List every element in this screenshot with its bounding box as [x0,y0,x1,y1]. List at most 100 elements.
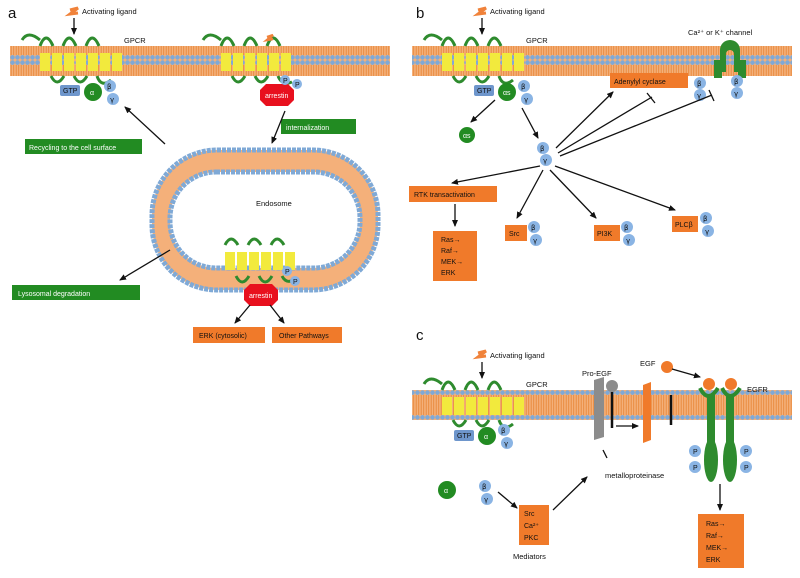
svg-text:γ: γ [524,96,528,104]
adenylyl-cyclase-box [610,73,688,88]
egfr-dimer: P P P P [689,378,752,482]
svg-text:P: P [693,465,698,472]
pro-egf-label: Pro-EGF [582,369,612,378]
erk-cytosolic-label: ERK (cytosolic) [199,333,247,340]
other-pathways-box [272,327,342,343]
svg-text:P: P [293,279,298,286]
bound-ligand-icon [262,33,274,42]
svg-text:β: β [540,145,544,153]
svg-text:GTP: GTP [477,88,492,95]
svg-text:GTP: GTP [63,88,78,95]
gpcr-receptor-a1 [20,33,122,85]
lysosomal-label: Lysosomal degradation [18,291,90,298]
ligand-icon-c [472,349,487,360]
svg-text:P: P [744,449,749,456]
beta-gamma-effector-arrows [451,89,715,219]
svg-text:γ: γ [626,237,630,245]
activating-ligand-label: Activating ligand [82,7,137,16]
gpcr-receptor-a2 [201,33,293,85]
svg-text:MEK→: MEK→ [706,545,728,552]
svg-text:P: P [295,82,300,89]
lysosomal-arrow [119,249,171,281]
mapk-cascade-box-c: Ras→ Raf→ MEK→ ERK [698,514,744,568]
activating-ligand-label-c: Activating ligand [490,351,545,360]
alpha-release-arrow [470,99,496,123]
svg-text:β: β [624,224,628,232]
alpha-s-free [459,127,475,143]
ligand-icon [64,6,79,17]
svg-text:PKC: PKC [524,535,538,542]
panel-label-a: a [8,5,17,22]
g-protein-c: GTP α β γ [454,424,513,449]
svg-text:P: P [285,269,290,276]
recycling-label: Recycling to the cell surface [29,145,116,152]
metalloproteinase-label: metalloproteinase [605,471,664,480]
internalization-label: internalization [286,125,329,132]
rtk-transactivation-box [409,186,497,202]
svg-text:P: P [744,465,749,472]
mmp-leader [602,449,608,459]
src-box [505,225,527,241]
endosome-label: Endosome [256,199,292,208]
plcb-box [672,216,698,232]
gpcr-receptor-c [422,377,524,429]
bg-gamma-c [481,493,493,505]
other-pathways-arrow [269,304,285,324]
svg-text:PLCβ: PLCβ [675,222,693,229]
pi3k-box [594,225,620,241]
activating-ligand-label-b: Activating ligand [490,7,545,16]
svg-text:β: β [521,83,525,91]
svg-text:ERK: ERK [706,557,721,564]
svg-text:Src: Src [524,511,535,518]
svg-text:ERK: ERK [441,270,456,277]
svg-text:β: β [734,78,738,86]
gpcr-label-c: GPCR [526,380,548,389]
svg-text:γ: γ [504,440,508,448]
g-protein-b: GTP αs β γ [474,80,533,105]
svg-text:MEK→: MEK→ [441,259,463,266]
svg-text:α: α [90,90,94,97]
svg-text:γ: γ [484,496,488,504]
svg-text:γ: γ [705,228,709,236]
mediators-label: Mediators [513,552,546,561]
svg-text:γ: γ [110,96,114,104]
adenylyl-cyclase-label: Adenylyl cyclase [614,79,666,86]
panel-label-c: c [416,327,424,344]
channel-label: Ca²⁺ or K⁺ channel [688,28,753,37]
alpha-free-c [438,481,456,499]
svg-text:αs: αs [503,90,511,97]
svg-text:Ca²⁺: Ca²⁺ [524,523,539,530]
egf-ligand [661,361,673,373]
svg-text:β: β [107,83,111,91]
svg-text:β: β [703,215,707,223]
svg-text:Raf→: Raf→ [441,248,459,255]
bg-gamma [540,154,552,166]
svg-text:GTP: GTP [457,433,472,440]
erk-cytosolic-box [193,327,265,343]
endosome [149,147,381,293]
recycling-arrow [124,106,166,145]
svg-text:P: P [693,449,698,456]
egfr-label: EGFR [747,385,768,394]
svg-text:γ: γ [734,90,738,98]
rtk-label: RTK transactivation [414,192,475,199]
metalloproteinase-icon [594,377,604,440]
bg-beta [537,142,549,154]
internalization-arrow [271,110,286,144]
svg-text:arrestin: arrestin [249,293,272,300]
svg-text:Src: Src [509,231,520,238]
erk-arrow [234,304,251,324]
svg-text:arrestin: arrestin [265,93,288,100]
internalization-box [281,119,356,134]
pro-egf-head [606,380,618,392]
svg-text:β: β [531,224,535,232]
arrestin-a2: arrestin P P [244,266,300,306]
beta-gamma-release-arrow [521,107,539,139]
svg-text:Ras→: Ras→ [706,521,725,528]
cleaved-egf-stub [643,382,651,443]
gpcr-label-a: GPCR [124,36,146,45]
svg-text:PI3K: PI3K [597,231,613,238]
lysosomal-box [12,285,140,300]
